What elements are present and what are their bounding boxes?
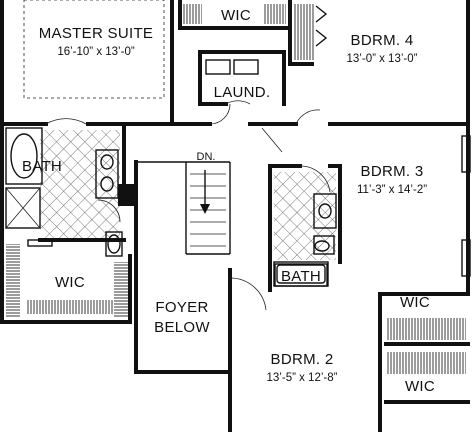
window bbox=[461, 239, 471, 277]
toilet-tank bbox=[313, 235, 335, 255]
closet-rod bbox=[26, 300, 114, 314]
laundry-room bbox=[198, 50, 286, 106]
bathtub bbox=[5, 127, 43, 185]
bedroom-4-dimensions: 13’-0” x 13’-0” bbox=[347, 53, 418, 65]
bdrm4-door-swing bbox=[295, 109, 321, 125]
top-wic-label: WIC bbox=[221, 7, 251, 24]
bedroom-3-room bbox=[378, 122, 471, 296]
dryer bbox=[233, 59, 259, 75]
right-wic-upper-label: WIC bbox=[400, 294, 430, 311]
master-door-swing bbox=[45, 118, 87, 125]
master-wic-room bbox=[0, 239, 132, 324]
bedroom-3-label: BDRM. 3 bbox=[361, 163, 424, 180]
hall-door-swing bbox=[209, 103, 231, 125]
right-wic-lower-label: WIC bbox=[405, 378, 435, 395]
laundry-door-swing bbox=[225, 100, 251, 105]
shower bbox=[5, 187, 41, 229]
shelf bbox=[27, 239, 53, 247]
master-bath-label: BATH bbox=[22, 158, 62, 175]
sink bbox=[100, 176, 114, 192]
hall-line bbox=[261, 127, 283, 153]
bathtub-basin bbox=[276, 264, 326, 284]
shower-cross bbox=[5, 187, 41, 229]
bdrm2-door-swing bbox=[229, 277, 267, 311]
foyer-below-label: BELOW bbox=[154, 319, 210, 336]
foyer-label: FOYER bbox=[155, 299, 208, 316]
master-suite-label: MASTER SUITE bbox=[39, 25, 153, 42]
sink bbox=[100, 154, 114, 170]
bedroom-2-dimensions: 13’-5” x 12’-8” bbox=[267, 372, 338, 384]
master-bath-room bbox=[0, 122, 134, 324]
closet-rod bbox=[114, 262, 128, 318]
closet-rod bbox=[294, 4, 314, 60]
laundry-label: LAUND. bbox=[214, 84, 271, 101]
bathtub-basin bbox=[10, 133, 38, 179]
master-suite-room bbox=[0, 0, 174, 126]
vanity bbox=[95, 149, 119, 199]
toilet-tank bbox=[105, 231, 123, 257]
toilet bbox=[314, 240, 330, 252]
closet-rod bbox=[182, 4, 202, 24]
hall-bath-room bbox=[268, 164, 342, 292]
top-wic-room bbox=[178, 0, 292, 30]
tray-ceiling-outline bbox=[23, 0, 165, 99]
bifold-door bbox=[315, 5, 328, 47]
foyer-and-bedroom-2 bbox=[134, 127, 283, 432]
right-wic-rooms bbox=[378, 292, 470, 432]
master-suite-dimensions: 16’-10” x 13’-0” bbox=[57, 46, 135, 58]
bath-tile-floor bbox=[40, 130, 120, 240]
wic-door-swing bbox=[97, 199, 121, 223]
down-arrow-icon bbox=[200, 204, 210, 214]
toilet bbox=[107, 234, 121, 254]
bedroom-2-label: BDRM. 2 bbox=[271, 351, 334, 368]
washer bbox=[205, 59, 231, 75]
master-wic-label: WIC bbox=[55, 274, 85, 291]
closet-rod bbox=[264, 4, 286, 24]
bedroom-4-label: BDRM. 4 bbox=[351, 32, 414, 49]
stair-down-label: DN. bbox=[197, 151, 216, 163]
closet-rod bbox=[386, 352, 466, 374]
wall-chase bbox=[118, 184, 134, 206]
bath-tile-floor bbox=[274, 172, 336, 260]
window bbox=[461, 135, 471, 173]
bath-door-swing bbox=[299, 165, 331, 193]
vanity bbox=[313, 193, 337, 229]
hall-walls bbox=[170, 103, 321, 126]
closet-rod bbox=[6, 244, 20, 318]
stair bbox=[134, 160, 231, 374]
hall-bath-label: BATH bbox=[281, 268, 321, 285]
bedroom-3-dimensions: 11’-3” x 14’-2” bbox=[357, 184, 427, 196]
bedroom-4-room bbox=[288, 0, 470, 126]
sink bbox=[318, 203, 332, 219]
closet-rod bbox=[386, 318, 466, 340]
hall-bath-label-box bbox=[274, 263, 328, 287]
